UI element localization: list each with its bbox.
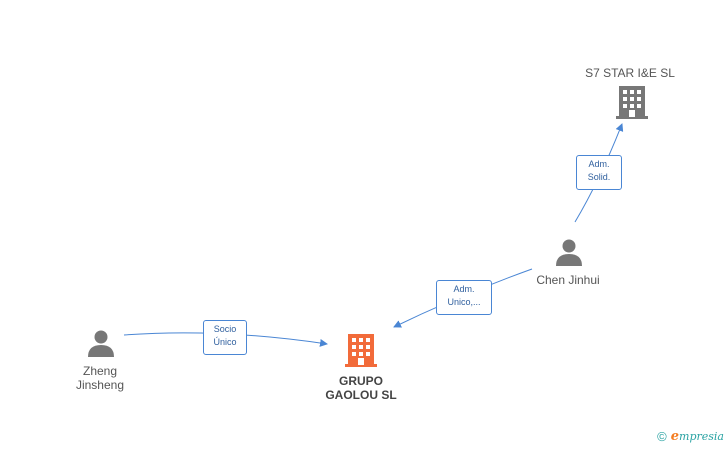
- person-icon[interactable]: [555, 238, 583, 266]
- edge-label-chen-to-grupo[interactable]: Adm. Unico,...: [436, 280, 492, 315]
- brand-logo-text: mpresia: [679, 430, 724, 443]
- brand-footer: © empresia: [657, 429, 724, 444]
- edge-label-zheng-to-grupo[interactable]: Socio Único: [203, 320, 247, 355]
- building-icon[interactable]: [616, 85, 648, 119]
- copyright-symbol: ©: [657, 429, 667, 444]
- node-label-grupo-gaolou[interactable]: GRUPO GAOLOU SL: [325, 374, 397, 402]
- brand-logo-initial: e: [670, 429, 680, 444]
- edge-label-chen-to-s7[interactable]: Adm. Solid.: [576, 155, 622, 190]
- node-label-chen-jinhui[interactable]: Chen Jinhui: [536, 273, 600, 287]
- node-label-zheng-jinsheng[interactable]: Zheng Jinsheng: [75, 364, 125, 392]
- brand-logo[interactable]: empresia: [671, 429, 724, 444]
- node-label-s7-star[interactable]: S7 STAR I&E SL: [585, 66, 675, 80]
- person-icon[interactable]: [87, 329, 115, 357]
- building-icon[interactable]: [345, 333, 377, 367]
